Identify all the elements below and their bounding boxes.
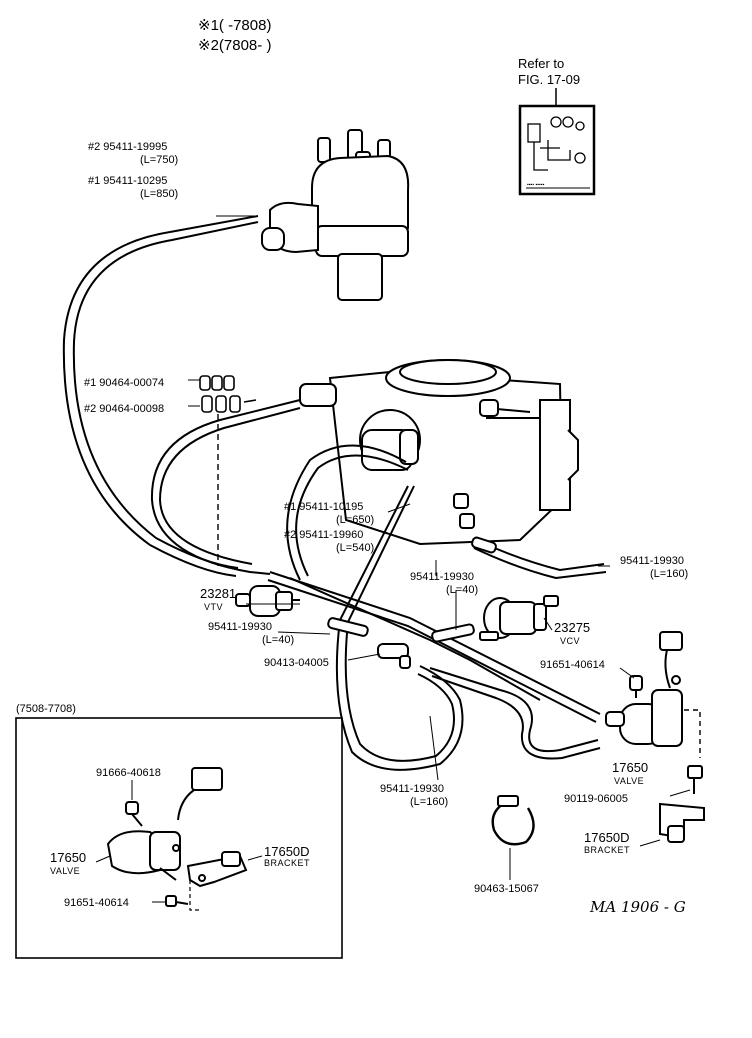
label-hose-dist-2: #2 95411-19995	[88, 141, 167, 153]
label-hose-mid-len: (L=40)	[446, 584, 478, 596]
header-line-2: ※2(7808- )	[198, 37, 271, 54]
drawing-reference-code: MA 1906 - G	[589, 898, 686, 916]
label-hose-carb-2-len: (L=540)	[336, 542, 374, 554]
reference-thumbnail-icon: ▪▪▪▪ ▪▪▪▪▪	[526, 116, 590, 189]
label-tee: 90413-04005	[264, 657, 329, 669]
leader-lines	[188, 215, 691, 880]
label-clip-1: #1 90464-00074	[84, 377, 164, 389]
refer-line-1: Refer to	[518, 56, 564, 71]
label-bracket-name: BRACKET	[584, 845, 630, 855]
inset-label-bracket-number: 17650D	[264, 844, 310, 859]
label-bracket-number: 17650D	[584, 830, 630, 845]
bolt-icon	[687, 765, 703, 794]
label-hose-vtv-len: (L=40)	[262, 634, 294, 646]
label-hose-dist-2-len: (L=750)	[140, 154, 178, 166]
label-valve-name: VALVE	[614, 776, 644, 786]
label-hose-bottom-len: (L=160)	[410, 796, 448, 808]
inset-label-switch: 91666-40618	[96, 767, 161, 779]
thumbnail-caption: ▪▪▪▪ ▪▪▪▪▪	[527, 182, 545, 188]
inset-leader-dashed	[189, 880, 202, 911]
label-valve-number: 17650	[612, 760, 648, 775]
label-switch-main: 91651-40614	[540, 659, 605, 671]
solenoid-valve-icon	[605, 631, 683, 747]
inset-leader-lines	[95, 780, 263, 903]
inset-label-bracket-name: BRACKET	[264, 858, 310, 868]
inset-variant-7508-7708: (7508-7708) 916	[15, 703, 343, 959]
hose-clamp-icon	[491, 795, 535, 846]
vacuum-hoses	[62, 215, 607, 771]
label-clamp: 90463-15067	[474, 883, 539, 895]
inset-title: (7508-7708)	[16, 703, 76, 715]
vtv-valve-icon	[235, 585, 300, 617]
inset-solenoid-valve-icon	[106, 767, 223, 881]
inset-label-valve-name: VALVE	[50, 866, 80, 876]
leader-dashed-valve	[684, 709, 701, 758]
carburetor-icon	[299, 359, 579, 546]
inset-label-bolt: 91651-40614	[64, 897, 129, 909]
label-hose-dist-1-len: (L=850)	[140, 188, 178, 200]
refer-line-2: FIG. 17-09	[518, 72, 580, 87]
label-hose-carb-2: #2 95411-19960	[284, 529, 363, 541]
label-hose-right-len: (L=160)	[650, 568, 688, 580]
header-line-1: ※1( -7808)	[198, 17, 271, 34]
label-clip-2: #2 90464-00098	[84, 403, 164, 415]
vcv-valve-icon	[479, 595, 559, 641]
inset-bracket-icon	[186, 851, 248, 888]
label-vtv-name: VTV	[204, 602, 223, 612]
label-bolt: 90119-06005	[564, 793, 628, 805]
part-labels: #2 95411-19995 (L=750) #1 95411-10295 (L…	[84, 141, 688, 916]
inset-label-valve-number: 17650	[50, 850, 86, 865]
label-hose-vtv: 95411-19930	[208, 621, 272, 633]
bracket-icon	[659, 802, 705, 843]
label-vcv-number: 23275	[554, 620, 590, 635]
short-hoses	[327, 536, 497, 643]
reference-figure: Refer to FIG. 17-09 ▪▪▪▪ ▪▪▪▪▪	[518, 56, 596, 196]
hose-clips-icon	[199, 375, 257, 413]
tee-fitting-icon	[377, 643, 411, 669]
switch-icon	[629, 675, 643, 698]
label-vtv-number: 23281	[200, 586, 236, 601]
label-hose-right: 95411-19930	[620, 555, 684, 567]
inset-switch-icon	[125, 801, 143, 827]
label-hose-bottom: 95411-19930	[380, 783, 444, 795]
label-hose-carb-1: #1 95411-10195	[284, 501, 363, 513]
label-hose-mid: 95411-19930	[410, 571, 474, 583]
inset-bolt-icon	[165, 895, 189, 907]
distributor-icon	[261, 129, 410, 301]
label-hose-dist-1: #1 95411-10295	[88, 175, 167, 187]
label-hose-carb-1-len: (L=650)	[336, 514, 374, 526]
label-vcv-name: VCV	[560, 636, 580, 646]
